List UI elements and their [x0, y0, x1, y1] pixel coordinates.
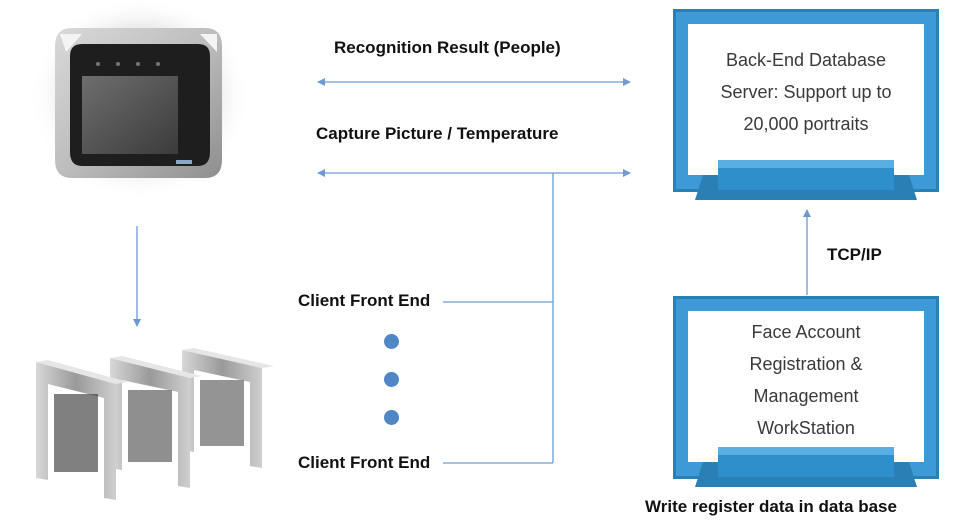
workstation-box-text: Face Account Registration & Management W… — [688, 316, 924, 444]
workstation-box-line: Management — [753, 386, 859, 406]
server-box-frame — [673, 9, 939, 200]
recognition-result-label: Recognition Result (People) — [334, 38, 561, 57]
client-front-end-top-label: Client Front End — [298, 291, 431, 310]
tcp-ip-label: TCP/IP — [827, 245, 882, 264]
capture-picture-label: Capture Picture / Temperature — [316, 124, 559, 143]
workstation-box-frame — [673, 296, 939, 487]
client-front-end-bottom-label: Client Front End — [298, 453, 431, 472]
workstation-box-line: WorkStation — [757, 418, 855, 438]
server-box-line: Server: Support up to — [720, 82, 892, 102]
write-register-label: Write register data in data base — [645, 497, 897, 516]
connectors — [133, 78, 811, 464]
server-box-line: Back-End Database — [725, 50, 887, 70]
workstation-box-line: Face Account — [751, 322, 861, 342]
speed-gate-turnstiles-image — [36, 348, 274, 500]
workstation-box-line: Registration & — [749, 354, 863, 374]
ellipsis-dot — [384, 334, 399, 349]
ellipsis-dot — [384, 372, 399, 387]
ellipsis-dot — [384, 410, 399, 425]
server-box-line: 20,000 portraits — [743, 114, 869, 134]
face-recognition-terminal-image — [30, 0, 250, 200]
server-box-text: Back-End Database Server: Support up to … — [688, 44, 924, 140]
